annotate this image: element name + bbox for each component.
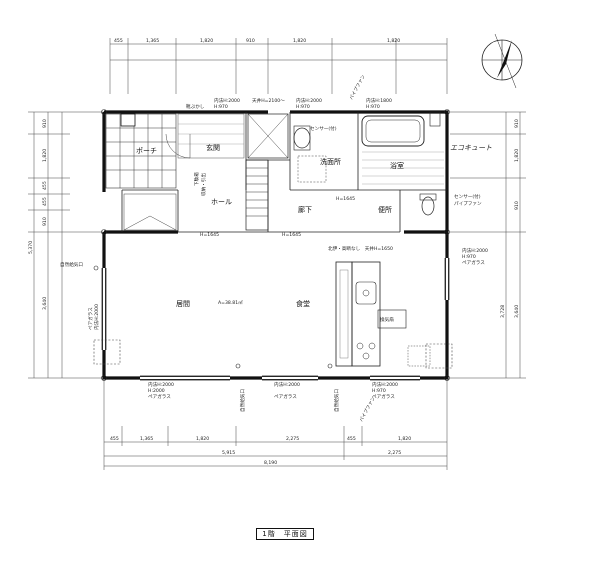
note-uchinori-right-b: H:970 — [462, 254, 476, 260]
room-yokushitsu-label: 浴室 — [390, 161, 404, 170]
note-uchinori-top-2b: H:970 — [296, 104, 310, 110]
room-senmenjo-label: 洗面所 — [320, 157, 341, 166]
north-arrow-icon — [481, 33, 523, 89]
living-dining: 居間 A=38.81㎡ 食堂 — [176, 299, 310, 308]
room-rouka-label: 廊下 — [298, 205, 312, 214]
right-dimensions: 910 1,820 910 3,640 3,728 — [450, 111, 526, 379]
outdoor-units — [93, 339, 453, 369]
dim-left-6: 3,640 — [42, 297, 48, 310]
note-pair-glass-left: ペアガラス — [87, 307, 94, 330]
dim-bottom-1: 455 — [110, 436, 119, 442]
interior-walls — [121, 112, 447, 233]
dim-bottom-total: 8,190 — [264, 460, 277, 466]
note-uchinori-left: 内法H:2000 — [93, 304, 100, 330]
note-bottom-pair-3: ペアガラス — [372, 393, 395, 400]
dim-left-3: 455 — [42, 181, 48, 190]
room-shokudo-label: 食堂 — [296, 299, 310, 308]
stairs: 下駄箱 収納・引出 — [193, 159, 269, 231]
washroom: 洗面所 センサー(付) — [293, 125, 341, 183]
shoe-storage — [247, 113, 289, 159]
dim-top-1: 455 — [114, 38, 123, 44]
markers — [93, 109, 450, 381]
note-pair-glass-right: ペアガラス — [462, 259, 485, 266]
dim-left-2: 1,820 — [42, 149, 48, 162]
note-bottom-3b: H:970 — [372, 388, 386, 394]
note-uchinori-top-1b: H:970 — [214, 104, 228, 110]
bottom-dimensions: 455 1,365 1,820 2,275 455 1,820 5,915 2,… — [103, 380, 448, 470]
room-porch-label: ポーチ — [136, 147, 157, 155]
dim-top-3: 1,820 — [200, 38, 213, 44]
note-ventilation-fan: パイプファン — [348, 73, 366, 101]
dim-right-1: 910 — [514, 119, 520, 128]
dim-right-4: 3,640 — [514, 305, 520, 318]
top-dimensions: 455 1,365 1,820 910 1,820 1,820 — [109, 38, 448, 94]
note-bottom-1: 内法H:2000 — [148, 381, 174, 388]
note-pipe-fan-bottom: パイプファン — [358, 395, 376, 423]
note-uchinori-right: 内法H:2000 — [462, 247, 488, 254]
kitchen-note: 換気扇 — [380, 316, 394, 323]
closet — [123, 193, 177, 231]
dim-left-1: 910 — [42, 119, 48, 128]
washer-note: センサー(付) — [310, 125, 337, 132]
dim-right-5: 3,728 — [500, 305, 506, 318]
room-genkan-label: 玄関 — [206, 143, 220, 152]
note-door-h1: H=1645 — [200, 232, 219, 238]
note-bottom-2: 内法H:2000 — [274, 381, 300, 388]
ceiling-note: 北伊・高断なし 天井H=1650 — [328, 245, 393, 252]
room-area-label: A=38.81㎡ — [218, 299, 243, 306]
dim-bottom-3: 1,820 — [196, 436, 209, 442]
shoe-box-note: 靴ぶかし — [186, 103, 205, 110]
note-bottom-pair-2: ペアガラス — [274, 393, 297, 400]
dim-bottom-5: 455 — [347, 436, 356, 442]
dim-top-5: 1,820 — [293, 38, 306, 44]
dim-bottom-6: 1,820 — [398, 436, 411, 442]
dim-bottom-2: 1,365 — [140, 436, 153, 442]
dim-top-6: 1,820 — [387, 38, 400, 44]
left-dimensions: 910 1,820 455 455 910 3,640 5,370 — [28, 111, 104, 379]
dim-left-7: 5,370 — [28, 241, 34, 254]
note-bottom-1b: H:2000 — [148, 388, 165, 394]
storage-note: 収納・引出 — [200, 173, 207, 196]
note-uchinori-bath: 内法H:1800 — [366, 97, 392, 104]
note-uchinori-top-1: 内法H:2000 — [214, 97, 240, 104]
windows — [101, 258, 450, 381]
room-benjo-label: 便所 — [378, 205, 392, 214]
dim-right-2: 1,820 — [514, 149, 520, 162]
stair-storage-note: 下駄箱 — [193, 172, 200, 186]
room-hall-label: ホール — [211, 198, 232, 206]
page-title: 1階 平面図 — [256, 528, 314, 540]
dim-bottom-7: 5,915 — [222, 450, 235, 456]
note-sensor-fan: センサー(付) — [454, 193, 481, 200]
note-bottom-3: 内法H:2000 — [372, 381, 398, 388]
note-ecocute: エコキュート — [450, 144, 492, 152]
bathroom: 浴室 — [361, 111, 444, 185]
note-natural-vent-bottom: 自然給気口 — [239, 389, 246, 412]
dim-right-3: 910 — [514, 201, 520, 210]
dim-top-4: 910 — [246, 38, 255, 44]
dim-bottom-4: 2,275 — [286, 436, 299, 442]
note-uchinori-bath-b: H:970 — [366, 104, 380, 110]
note-tenjo: 天井H=2100～ — [252, 97, 285, 104]
dim-left-5: 910 — [42, 217, 48, 226]
toilet: 便所 — [378, 193, 437, 216]
dim-bottom-8: 2,275 — [388, 450, 401, 456]
kitchen: 換気扇 北伊・高断なし 天井H=1650 — [328, 245, 431, 367]
note-pipe-fan-2: パイプファン — [454, 201, 482, 207]
porch-tile-grid: ポーチ — [105, 113, 177, 189]
note-bottom-pair-1: ペアガラス — [148, 393, 171, 400]
note-uchinori-top-2: 内法H:2000 — [296, 97, 322, 104]
genkan-area: 玄関 靴ぶかし — [165, 103, 245, 159]
dim-top-2: 1,365 — [146, 38, 159, 44]
room-kyoma-label: 居間 — [176, 300, 190, 308]
dim-left-4: 455 — [42, 197, 48, 206]
note-natural-vent-left: 自然給気口 — [60, 261, 83, 268]
note-door-h2: H=1645 — [282, 232, 301, 238]
note-ceiling-h: H=1645 — [336, 196, 355, 202]
note-natural-vent-bottom2: 自然給気口 — [333, 389, 340, 412]
